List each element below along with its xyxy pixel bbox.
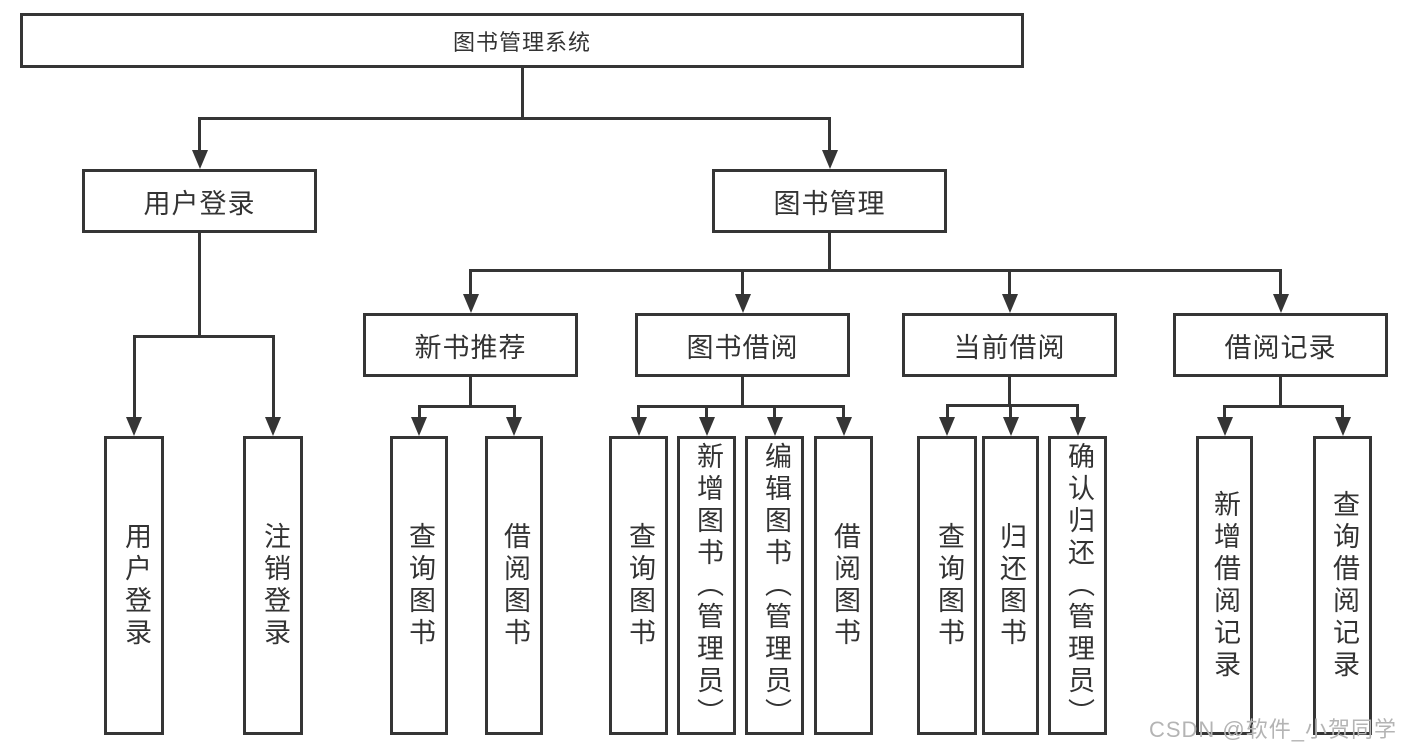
connector-drop — [512, 406, 516, 417]
connector-drop — [1008, 270, 1011, 294]
connector-drop — [417, 406, 421, 417]
arrow-down-icon — [462, 294, 479, 313]
connector-drop — [1223, 406, 1226, 417]
arrow-down-icon — [506, 417, 522, 436]
connector-drop — [828, 118, 831, 150]
connector-stem — [1008, 377, 1011, 405]
leaf-recommend-query-books: 查询图书 — [390, 436, 448, 735]
connector-drop — [132, 336, 136, 417]
leaf-user-login: 用户登录 — [104, 436, 164, 735]
connector-stem — [469, 377, 472, 406]
leaf-records-query-record: 查询借阅记录 — [1313, 436, 1372, 735]
connector-drop — [198, 118, 201, 150]
connector-drop — [271, 336, 275, 417]
connector-drop — [1076, 405, 1079, 417]
arrow-down-icon — [835, 417, 852, 436]
leaf-current-query-books: 查询图书 — [917, 436, 977, 735]
node-book-management: 图书管理 — [712, 169, 947, 233]
leaf-borrow-borrow-books: 借阅图书 — [814, 436, 873, 735]
connector-drop — [469, 270, 472, 294]
node-new-book-recommendation: 新书推荐 — [363, 313, 578, 377]
arrow-down-icon — [126, 417, 142, 436]
node-library-management-system: 图书管理系统 — [20, 13, 1024, 68]
leaf-borrow-add-books-admin: 新增图书（管理员） — [677, 436, 736, 735]
connector-drop — [945, 405, 949, 417]
arrow-down-icon — [1002, 417, 1019, 436]
leaf-current-confirm-return-admin: 确认归还（管理员） — [1048, 436, 1107, 735]
leaf-current-return-books: 归还图书 — [982, 436, 1039, 735]
connector-drop — [741, 270, 744, 294]
arrow-down-icon — [734, 294, 751, 313]
leaf-logout: 注销登录 — [243, 436, 303, 735]
connector-stem — [741, 377, 744, 406]
connector-drop — [1341, 406, 1344, 417]
arrow-down-icon — [265, 417, 281, 436]
connector-stem — [520, 68, 524, 118]
arrow-down-icon — [766, 417, 783, 436]
connector-bar — [637, 404, 845, 408]
csdn-watermark: CSDN @软件_小贺同学 — [1148, 717, 1397, 742]
arrow-down-icon — [1069, 417, 1086, 436]
arrow-down-icon — [1216, 417, 1233, 436]
arrow-down-icon — [821, 150, 838, 169]
connector-stem — [198, 233, 201, 336]
leaf-records-add-record: 新增借阅记录 — [1196, 436, 1253, 735]
leaf-recommend-borrow-books: 借阅图书 — [485, 436, 543, 735]
connector-bar — [417, 404, 516, 408]
connector-drop — [1009, 405, 1012, 417]
connector-stem — [828, 233, 831, 270]
leaf-borrow-query-books: 查询图书 — [609, 436, 668, 735]
node-borrowing-records: 借阅记录 — [1173, 313, 1388, 377]
arrow-down-icon — [1001, 294, 1018, 313]
connector-bar — [1223, 404, 1344, 408]
connector-bar — [469, 268, 1282, 272]
arrow-down-icon — [191, 150, 208, 169]
connector-bar — [945, 403, 1079, 407]
arrow-down-icon — [939, 417, 955, 436]
connector-stem — [1279, 377, 1282, 406]
connector-drop — [842, 406, 845, 417]
node-user-login: 用户登录 — [82, 169, 317, 233]
arrow-down-icon — [411, 417, 427, 436]
connector-drop — [637, 406, 640, 417]
connector-bar — [132, 334, 275, 338]
arrow-down-icon — [1272, 294, 1289, 313]
node-current-borrowing: 当前借阅 — [902, 313, 1117, 377]
leaf-borrow-edit-books-admin: 编辑图书（管理员） — [745, 436, 804, 735]
connector-drop — [705, 406, 708, 417]
arrow-down-icon — [698, 417, 715, 436]
connector-drop — [773, 406, 776, 417]
connector-drop — [1279, 270, 1282, 294]
connector-bar — [198, 116, 831, 120]
arrow-down-icon — [1334, 417, 1351, 436]
arrow-down-icon — [630, 417, 647, 436]
node-book-borrowing: 图书借阅 — [635, 313, 850, 377]
